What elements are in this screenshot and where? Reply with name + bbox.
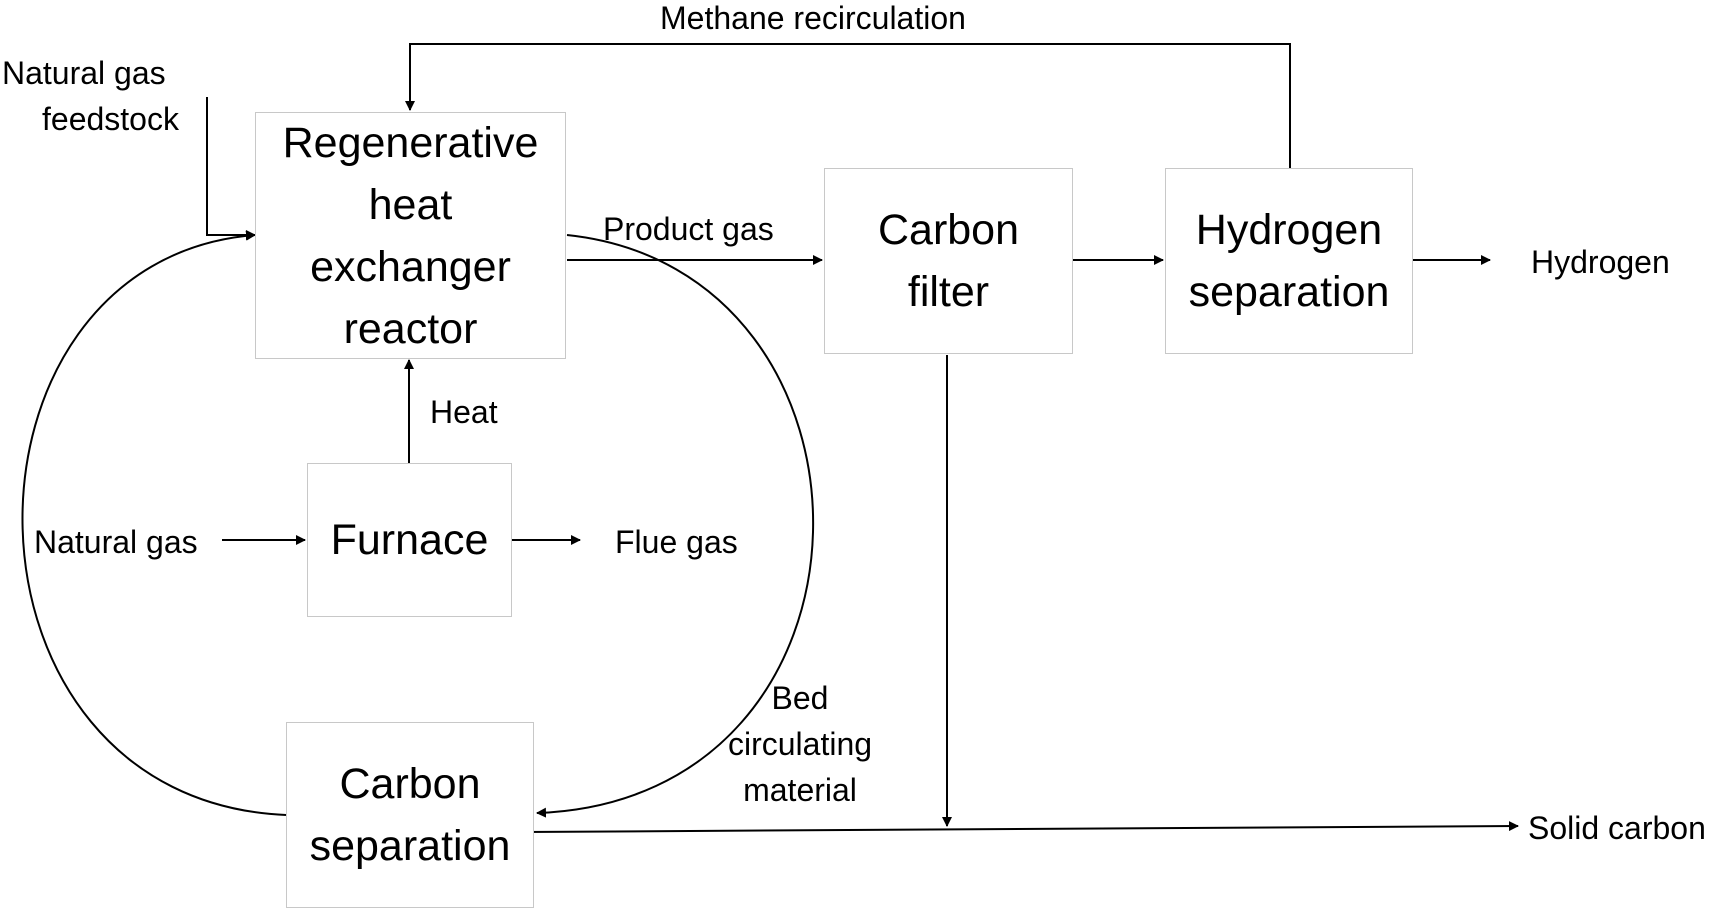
- product-gas-label: Product gas: [603, 211, 774, 247]
- carbon-separation-box: Carbon separation: [286, 722, 534, 908]
- furnace-label: Furnace: [330, 516, 489, 564]
- methane-recirculation-label: Methane recirculation: [660, 0, 966, 36]
- natural-gas-feedstock-label: Natural gas feedstock: [2, 50, 179, 142]
- hydrogen-separation-line-1: Hydrogen: [1195, 206, 1383, 254]
- reactor-line-4: reactor: [343, 304, 478, 353]
- bed-return-loop: [21, 230, 287, 816]
- hydrogen-label: Hydrogen: [1531, 244, 1670, 280]
- furnace-box: Furnace: [307, 463, 512, 617]
- carbon-filter-line-2: filter: [907, 268, 990, 316]
- carbon-filter-box: Carbon filter: [824, 168, 1073, 354]
- heat-label: Heat: [430, 394, 498, 430]
- natural-gas-label: Natural gas: [34, 524, 198, 560]
- carbon-filter-line-1: Carbon: [877, 206, 1020, 254]
- flue-gas-label: Flue gas: [615, 524, 738, 560]
- feedstock-label-line-1: Natural gas: [2, 55, 166, 91]
- reactor-line-1: Regenerative: [282, 118, 539, 167]
- solid-carbon-label: Solid carbon: [1528, 810, 1706, 846]
- carbon-separation-line-2: separation: [309, 822, 511, 870]
- bed-label-line-2: circulating: [727, 726, 873, 762]
- feedstock-label-line-2: feedstock: [42, 101, 179, 137]
- feedstock-arrow: [206, 97, 256, 240]
- hydrogen-separation-line-2: separation: [1188, 268, 1390, 316]
- bed-circulating-loop: [536, 234, 814, 818]
- carbon-separation-line-1: Carbon: [339, 760, 481, 808]
- reactor-line-3: exchanger: [310, 242, 511, 291]
- reactor-line-2: heat: [368, 180, 453, 229]
- hydrogen-separation-box: Hydrogen separation: [1165, 168, 1413, 354]
- solid-carbon-arrow: [522, 821, 1519, 833]
- regenerative-heat-exchanger-reactor-box: Regenerative heat exchanger reactor: [255, 112, 566, 359]
- bed-label-line-1: Bed: [771, 680, 829, 716]
- bed-circulating-material-label: Bed circulating material: [720, 675, 880, 813]
- methane-recirculation-arrow: [405, 43, 1291, 168]
- bed-label-line-3: material: [743, 772, 857, 808]
